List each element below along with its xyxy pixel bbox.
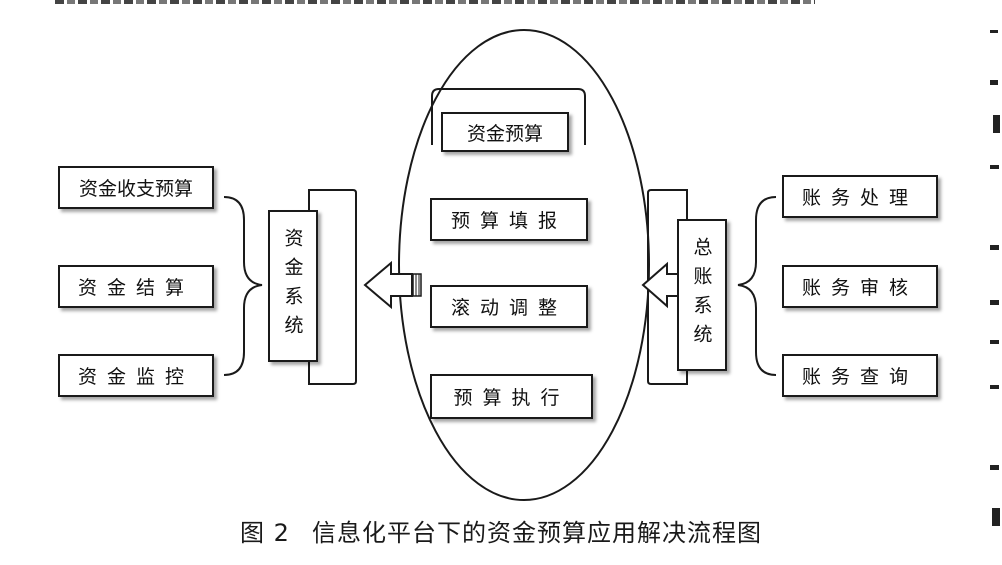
edge-fragment xyxy=(990,165,999,169)
left-system-frame xyxy=(308,189,357,385)
left-brace xyxy=(223,196,263,376)
right-item-review: 账务审核 xyxy=(782,265,938,308)
left-arrow-tail xyxy=(412,273,422,297)
right-item-query: 账务查询 xyxy=(782,354,938,397)
center-ellipse xyxy=(398,29,650,501)
figure-number: 图 2 xyxy=(240,519,290,547)
center-title-box: 资金预算 xyxy=(441,112,569,152)
edge-fragment xyxy=(992,508,1000,526)
right-brace xyxy=(737,196,777,376)
edge-fragment xyxy=(993,115,1000,133)
cropped-text-line xyxy=(55,0,815,4)
right-system-box: 总账系统 xyxy=(677,219,727,371)
figure-caption: 图 2 信息化平台下的资金预算应用解决流程图 xyxy=(0,513,1002,548)
figure-caption-text: 信息化平台下的资金预算应用解决流程图 xyxy=(311,519,762,547)
step-execute-budget: 预算执行 xyxy=(430,374,593,419)
edge-fragment xyxy=(990,340,999,344)
left-item-income-expense-budget: 资金收支预算 xyxy=(58,166,214,209)
title-bracket xyxy=(431,88,586,145)
left-item-monitoring: 资金监控 xyxy=(58,354,214,397)
left-system-box: 资金系统 xyxy=(268,210,318,362)
edge-fragment xyxy=(990,385,999,389)
edge-fragment xyxy=(990,245,999,250)
edge-fragment xyxy=(990,465,999,470)
step-rolling-adjust: 滚动调整 xyxy=(430,285,588,328)
left-item-settlement: 资金结算 xyxy=(58,265,214,308)
left-arrow xyxy=(363,260,413,310)
step-fill-budget: 预算填报 xyxy=(430,198,588,241)
edge-fragment xyxy=(990,300,999,305)
right-item-processing: 账务处理 xyxy=(782,175,938,218)
edge-fragment xyxy=(990,30,998,33)
edge-fragment xyxy=(990,80,998,85)
